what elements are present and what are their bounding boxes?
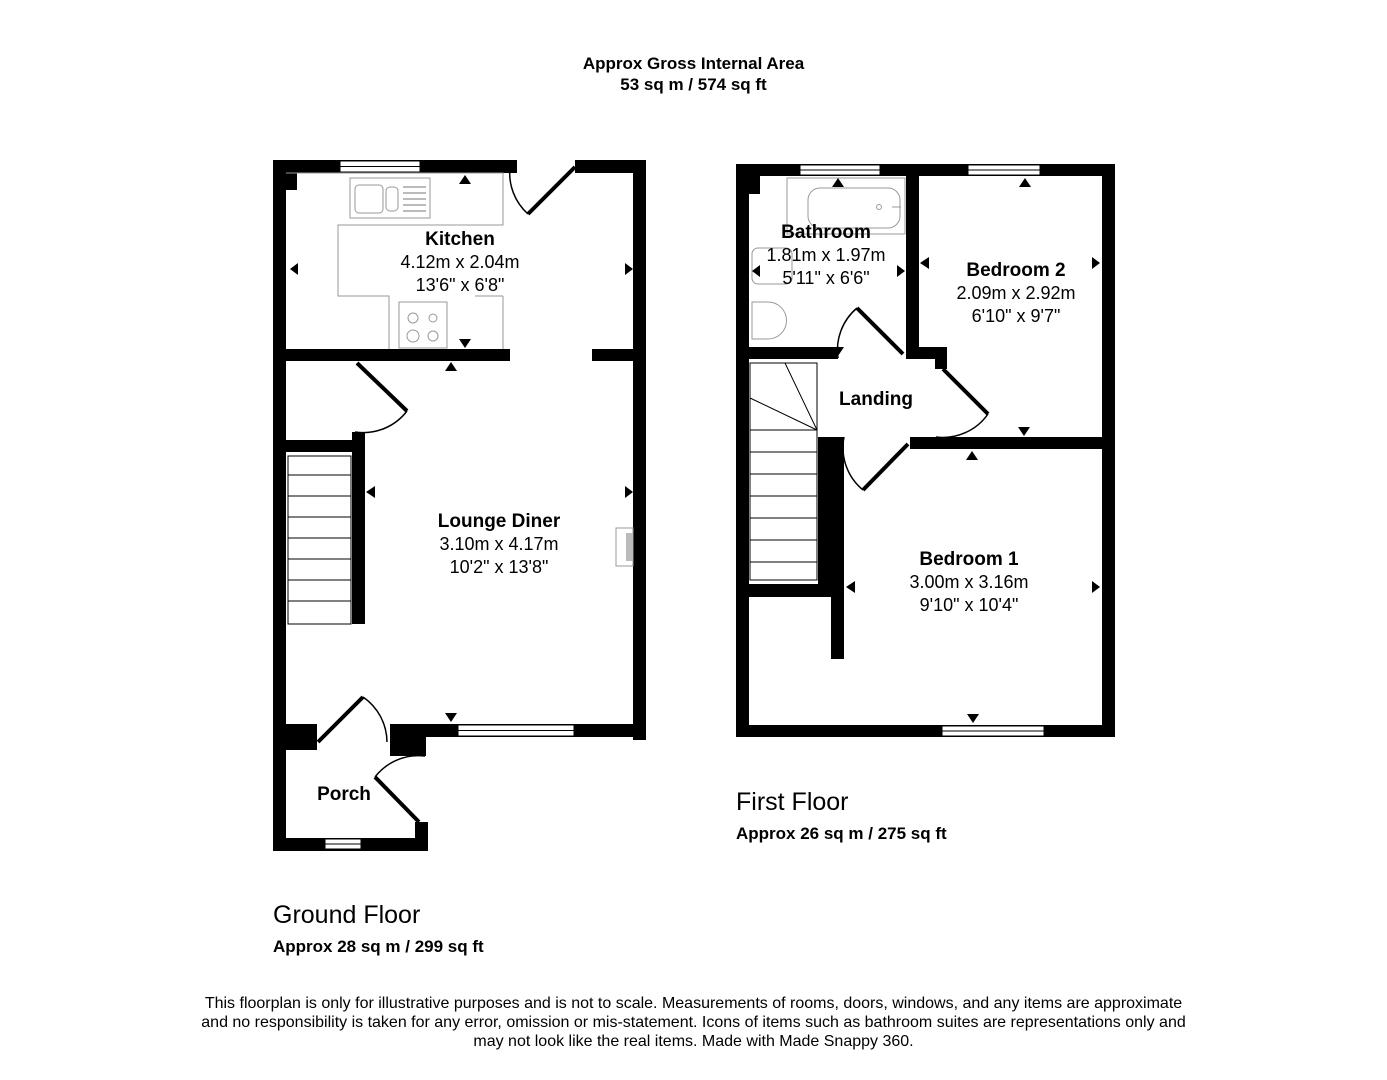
room-imperial: 5'11" x 6'6" bbox=[782, 268, 870, 288]
room-bedroom-1: Bedroom 1 3.00m x 3.16m 9'10" x 10'4" bbox=[909, 548, 1028, 617]
first-floor-plan bbox=[736, 164, 1115, 737]
room-kitchen: Kitchen 4.12m x 2.04m 13'6" x 6'8" bbox=[400, 228, 519, 297]
room-metric: 4.12m x 2.04m bbox=[400, 252, 520, 272]
room-imperial: 6'10" x 9'7" bbox=[971, 306, 1061, 326]
ground-floor-arrows bbox=[290, 175, 633, 722]
room-porch: Porch bbox=[317, 783, 371, 806]
room-imperial: 10'2" x 13'8" bbox=[449, 557, 549, 577]
room-metric: 3.10m x 4.17m bbox=[439, 534, 559, 554]
room-metric: 1.81m x 1.97m bbox=[766, 245, 886, 265]
first-floor-arrows bbox=[752, 178, 1100, 723]
room-landing: Landing bbox=[839, 388, 913, 411]
room-name: Porch bbox=[317, 784, 371, 805]
first-floor-doors bbox=[836, 306, 990, 492]
first-floor-title: First Floor bbox=[736, 788, 849, 816]
room-bedroom-2: Bedroom 2 2.09m x 2.92m 6'10" x 9'7" bbox=[956, 259, 1075, 328]
room-name: Lounge Diner bbox=[437, 511, 561, 532]
room-metric: 2.09m x 2.92m bbox=[956, 283, 1076, 303]
room-lounge-diner: Lounge Diner 3.10m x 4.17m 10'2" x 13'8" bbox=[438, 510, 560, 579]
room-metric: 3.00m x 3.16m bbox=[909, 572, 1029, 592]
ground-floor-area: Approx 28 sq m / 299 sq ft bbox=[273, 937, 484, 956]
bathroom-fixtures bbox=[751, 177, 906, 340]
room-bathroom: Bathroom 1.81m x 1.97m 5'11" x 6'6" bbox=[766, 221, 885, 290]
ground-floor-title: Ground Floor bbox=[273, 901, 421, 929]
disclaimer-line-3: may not look like the real items. Made w… bbox=[473, 1033, 914, 1050]
room-name: Bathroom bbox=[781, 222, 871, 243]
gross-area-title: Approx Gross Internal Area bbox=[582, 54, 805, 73]
ground-floor-plan bbox=[273, 160, 646, 851]
room-name: Landing bbox=[839, 389, 913, 410]
disclaimer: This floorplan is only for illustrative … bbox=[0, 994, 1387, 1051]
ground-floor-doors bbox=[316, 165, 577, 824]
room-imperial: 13'6" x 6'8" bbox=[415, 275, 505, 295]
room-name: Bedroom 1 bbox=[919, 549, 1019, 570]
room-imperial: 9'10" x 10'4" bbox=[919, 595, 1019, 615]
kitchen-fixtures bbox=[286, 172, 504, 349]
first-floor-area: Approx 26 sq m / 275 sq ft bbox=[736, 824, 947, 843]
disclaimer-line-1: This floorplan is only for illustrative … bbox=[204, 995, 1183, 1012]
disclaimer-line-2: and no responsibility is taken for any e… bbox=[201, 1014, 1186, 1031]
room-name: Kitchen bbox=[425, 229, 495, 250]
gross-area-value: 53 sq m / 574 sq ft bbox=[620, 75, 767, 94]
room-name: Bedroom 2 bbox=[966, 260, 1066, 281]
